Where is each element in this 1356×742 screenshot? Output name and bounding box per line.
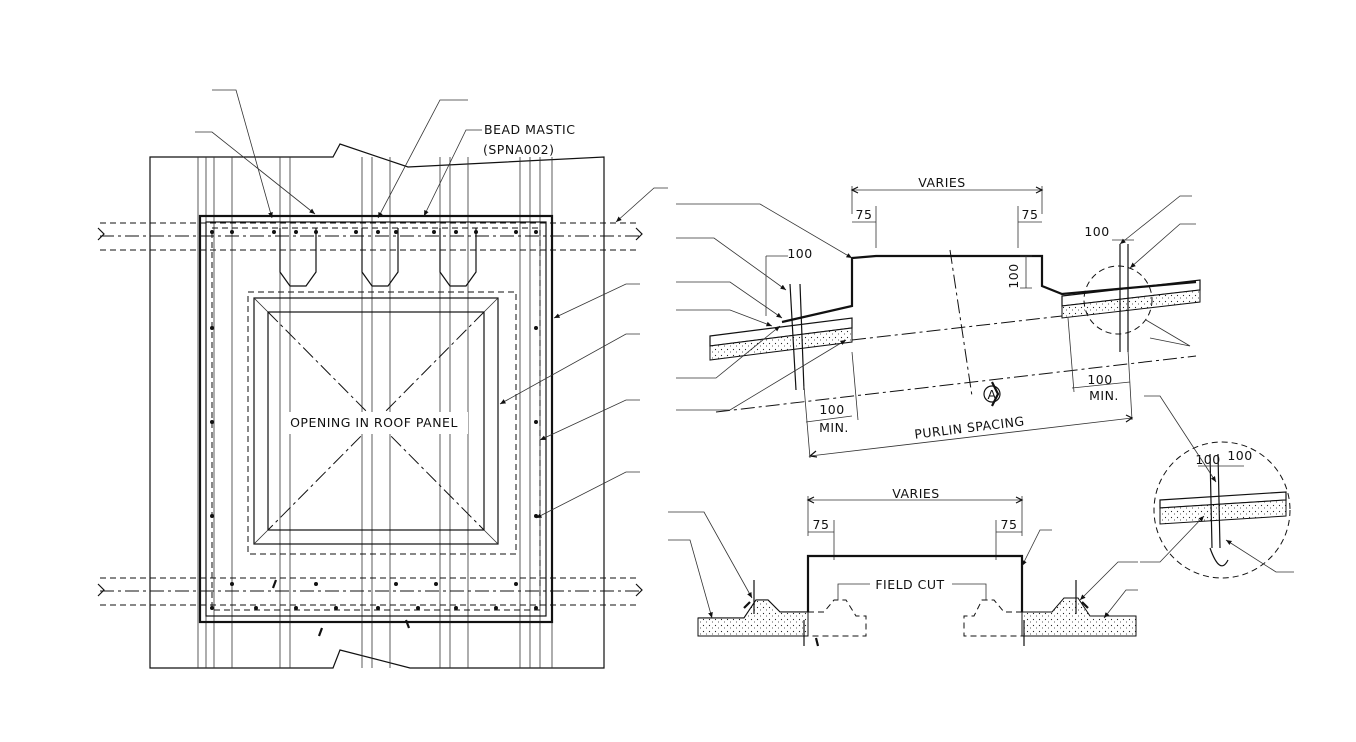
detail-dim-100-b: 100 xyxy=(1227,448,1252,463)
dim-100-left: 100 xyxy=(787,246,812,261)
roof-opening: OPENING IN ROOF PANEL xyxy=(247,291,517,555)
varies-bottom: VARIES xyxy=(892,486,940,501)
dim-100-right: 100 xyxy=(1084,224,1109,239)
flashing-frame xyxy=(198,214,554,624)
bead-mastic-label: BEAD MASTIC xyxy=(484,122,575,137)
dim-100-min-right: 100 xyxy=(1087,372,1112,387)
dim-100-vertical: 100 xyxy=(1006,263,1021,288)
dim-75-b-left: 75 xyxy=(813,517,830,532)
min-right: MIN. xyxy=(1089,388,1119,403)
fasteners xyxy=(210,230,538,610)
purlins xyxy=(97,222,643,606)
section-b-leaders xyxy=(668,511,1138,619)
dim-75-right: 75 xyxy=(1022,207,1039,222)
svg-text:A: A xyxy=(987,387,996,402)
field-cut-label: FIELD CUT xyxy=(875,577,944,592)
plan-leaders xyxy=(195,89,668,519)
plan-view: OPENING IN ROOF PANEL xyxy=(97,89,668,669)
min-left: MIN. xyxy=(819,420,849,435)
detail-circle: 100 100 xyxy=(1140,395,1294,579)
dim-75-left: 75 xyxy=(856,207,873,222)
detail-dim-100-a: 100 xyxy=(1195,452,1220,467)
section-a: VARIES 75 75 100 100 100 A xyxy=(676,175,1201,459)
varies-top: VARIES xyxy=(918,175,966,190)
section-a-leaders xyxy=(676,195,1196,411)
dim-75-b-right: 75 xyxy=(1001,517,1018,532)
opening-label: OPENING IN ROOF PANEL xyxy=(290,415,458,430)
dim-100-min-left: 100 xyxy=(819,402,844,417)
section-b: VARIES 75 75 FIELD CUT xyxy=(668,486,1138,647)
section-marker-a: A xyxy=(983,381,1001,407)
bead-mastic-code: (SPNA002) xyxy=(483,142,555,157)
